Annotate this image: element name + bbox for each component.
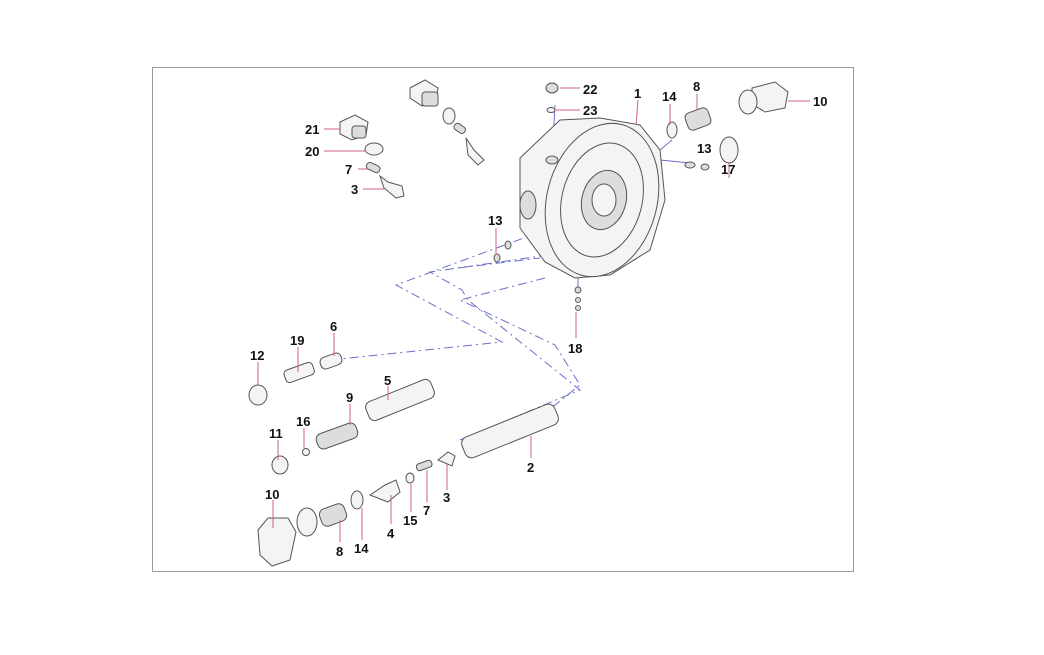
spring-7-upper[interactable] [365,161,381,174]
label-7-lower: 7 [423,503,430,518]
housing-part-1[interactable] [519,110,675,289]
label-17: 17 [721,162,735,177]
label-3-upper: 3 [351,182,358,197]
label-20: 20 [305,144,319,159]
washer-14-lower[interactable] [350,490,364,510]
o-ring-23[interactable] [546,107,556,113]
ball-16[interactable] [302,448,310,456]
valve-body-2[interactable] [460,402,561,460]
o-ring-17[interactable] [719,136,739,164]
o-ring-lower[interactable] [296,507,318,537]
o-ring-15[interactable] [405,472,415,484]
label-13-right: 13 [697,141,711,156]
plug-21[interactable] [339,114,369,141]
label-22: 22 [583,82,597,97]
label-21: 21 [305,122,319,137]
label-1: 1 [634,86,641,101]
label-14-upper: 14 [662,89,677,104]
label-11: 11 [269,426,283,441]
label-3-lower: 3 [443,490,450,505]
spring-9[interactable] [315,421,360,450]
label-8-lower: 8 [336,544,343,559]
spring-8-lower[interactable] [318,502,349,528]
label-16: 16 [296,414,310,429]
label-15: 15 [403,513,417,528]
plug-12[interactable] [248,384,268,406]
washer-14-upper[interactable] [666,121,678,139]
piston-5[interactable] [364,378,436,423]
seat-4[interactable] [368,479,401,503]
label-5: 5 [384,373,391,388]
balls-18[interactable] [574,286,582,311]
pin-19[interactable] [283,361,316,384]
plug-13-upper[interactable] [684,161,696,169]
plug-11[interactable] [271,455,289,475]
valve-3-upper[interactable] [379,174,405,199]
plug-13-small[interactable] [700,163,710,171]
spring-8-upper[interactable] [684,106,713,131]
o-ring-20[interactable] [364,142,384,156]
leader-lines [257,87,810,542]
label-13-left: 13 [488,213,502,228]
plug-13-left-b[interactable] [493,253,501,263]
part-labels: 22 23 1 14 8 10 21 20 7 3 13 17 13 18 12… [250,79,827,559]
label-18: 18 [568,341,582,356]
label-8-upper: 8 [693,79,700,94]
spring-7-lower[interactable] [415,459,433,472]
diagram-frame [152,67,854,572]
label-12: 12 [250,348,264,363]
label-19: 19 [290,333,304,348]
label-23: 23 [583,103,597,118]
sleeve-6[interactable] [319,352,344,371]
label-7-upper: 7 [345,162,352,177]
plug-13-left[interactable] [504,240,512,250]
screw-22[interactable] [545,82,559,94]
label-9: 9 [346,390,353,405]
plug-top-middle[interactable] [409,79,485,166]
label-6: 6 [330,319,337,334]
label-10-lower: 10 [265,487,279,502]
label-2: 2 [527,460,534,475]
plug-10-upper[interactable] [738,81,789,115]
label-14-lower: 14 [354,541,369,556]
label-10-upper: 10 [813,94,827,109]
valve-3-lower[interactable] [437,451,456,467]
label-4: 4 [387,526,395,541]
plug-10-lower[interactable] [257,517,297,567]
